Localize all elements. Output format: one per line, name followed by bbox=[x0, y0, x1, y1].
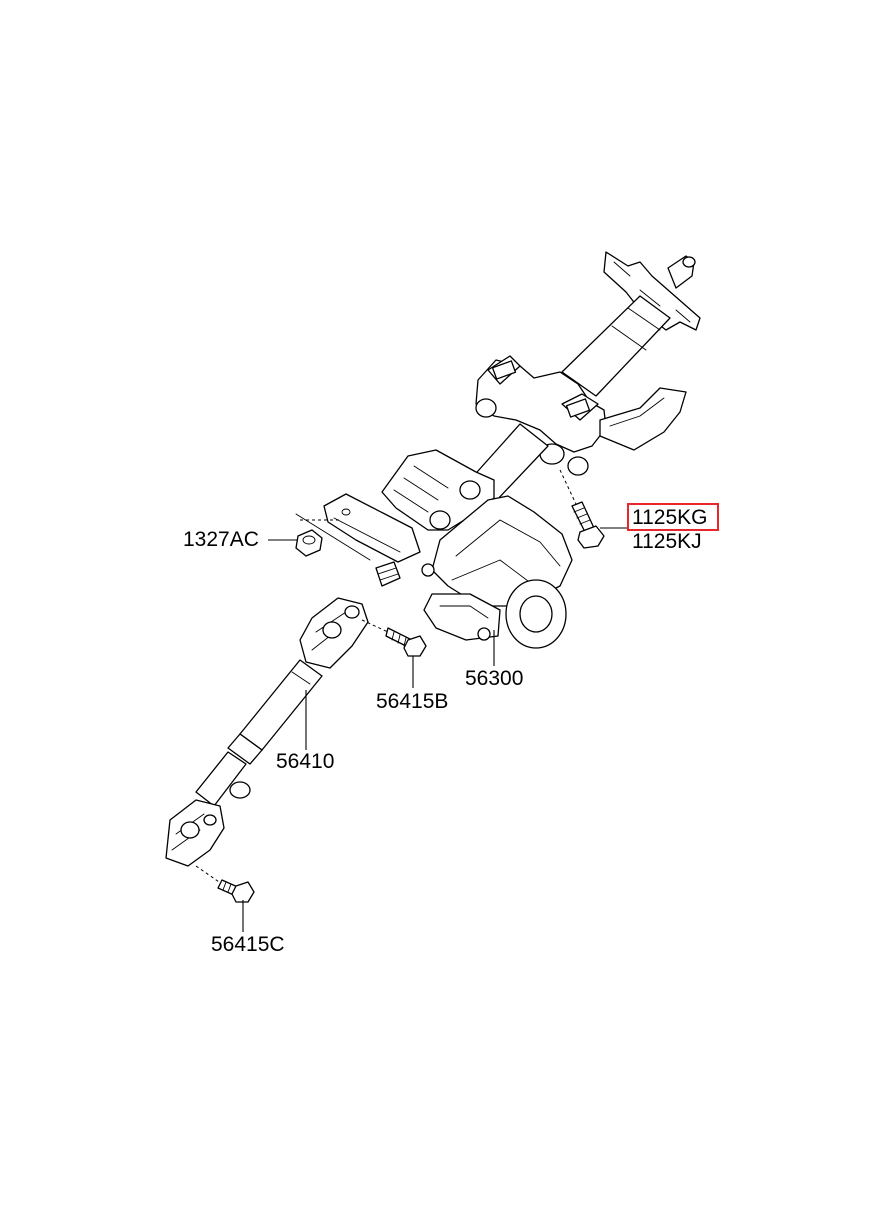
highlight-box-1125KG bbox=[627, 503, 719, 531]
part-label-56300[interactable]: 56300 bbox=[465, 667, 524, 690]
leader-lines bbox=[242, 527, 628, 932]
bolt-56415B bbox=[361, 619, 427, 657]
column-housing bbox=[381, 449, 573, 649]
part-label-1125KG[interactable]: 1125KG bbox=[632, 506, 708, 529]
part-label-1327AC[interactable]: 1327AC bbox=[183, 528, 259, 551]
mounting-plate bbox=[295, 493, 421, 563]
part-label-1125KJ[interactable]: 1125KJ bbox=[632, 530, 702, 553]
bolt-56415C bbox=[195, 865, 255, 903]
part-label-56415C[interactable]: 56415C bbox=[211, 933, 285, 956]
part-label-56410[interactable]: 56410 bbox=[276, 750, 335, 773]
intermediate-shaft bbox=[165, 561, 401, 867]
part-label-56415B[interactable]: 56415B bbox=[376, 690, 449, 713]
nut-1327AC bbox=[295, 529, 323, 557]
bolt-1125KG bbox=[559, 469, 605, 549]
